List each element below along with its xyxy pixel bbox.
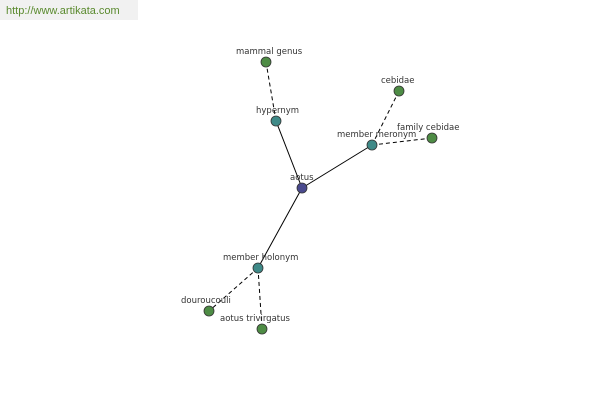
node-dot-member-meronym[interactable] bbox=[366, 139, 378, 151]
node-dot-hypernym[interactable] bbox=[270, 115, 282, 127]
node-dot-mammal-genus[interactable] bbox=[260, 56, 272, 68]
node-label-aotus: aotus bbox=[290, 173, 314, 183]
node-hypernym[interactable]: hypernym bbox=[256, 106, 299, 127]
node-label-douroucouli: douroucouli bbox=[181, 296, 231, 306]
edge-hypernym-to-mammal-genus bbox=[265, 61, 277, 122]
node-cebidae[interactable]: cebidae bbox=[381, 76, 415, 97]
node-dot-family-cebidae[interactable] bbox=[426, 132, 438, 144]
node-label-family-cebidae: family cebidae bbox=[397, 123, 459, 133]
node-label-aotus-trivirgatus: aotus trivirgatus bbox=[220, 314, 291, 324]
node-aotus[interactable]: aotus bbox=[290, 173, 314, 194]
edge-member-meronym-to-family-cebidae bbox=[371, 137, 433, 146]
node-family-cebidae[interactable]: family cebidae bbox=[397, 123, 459, 144]
node-label-mammal-genus: mammal genus bbox=[236, 47, 303, 57]
edge-aotus-to-member-meronym bbox=[301, 144, 373, 189]
node-member-holonym[interactable]: member holonym bbox=[223, 253, 298, 274]
edge-aotus-to-hypernym bbox=[275, 120, 303, 189]
edge-member-meronym-to-cebidae bbox=[371, 90, 400, 146]
edge-member-holonym-to-aotus-trivirgatus bbox=[257, 267, 263, 330]
edges-layer bbox=[208, 61, 433, 330]
node-dot-douroucouli[interactable] bbox=[203, 305, 215, 317]
node-member-meronym[interactable]: member meronym bbox=[337, 130, 416, 151]
site-url-link[interactable]: http://www.artikata.com bbox=[0, 0, 138, 20]
node-douroucouli[interactable]: douroucouli bbox=[181, 296, 231, 317]
edge-member-holonym-to-douroucouli bbox=[208, 267, 259, 312]
node-label-member-meronym: member meronym bbox=[337, 130, 416, 140]
node-label-member-holonym: member holonym bbox=[223, 253, 298, 263]
edge-aotus-to-member-holonym bbox=[257, 187, 303, 269]
node-mammal-genus[interactable]: mammal genus bbox=[236, 47, 303, 68]
node-label-hypernym: hypernym bbox=[256, 106, 299, 116]
node-label-cebidae: cebidae bbox=[381, 76, 415, 86]
node-dot-cebidae[interactable] bbox=[393, 85, 405, 97]
node-dot-member-holonym[interactable] bbox=[252, 262, 264, 274]
nodes-layer: aotus hypernym member meronym member holony… bbox=[181, 47, 459, 335]
node-dot-aotus-trivirgatus[interactable] bbox=[256, 323, 268, 335]
node-aotus-trivirgatus[interactable]: aotus trivirgatus bbox=[220, 314, 291, 335]
node-dot-aotus[interactable] bbox=[296, 182, 308, 194]
